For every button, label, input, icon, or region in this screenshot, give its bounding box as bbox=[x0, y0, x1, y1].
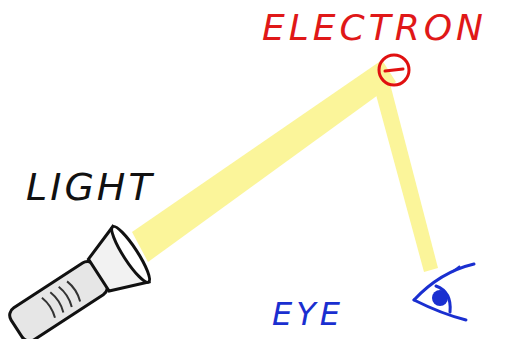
light-beam bbox=[132, 60, 396, 262]
minus-sign bbox=[385, 69, 403, 71]
source-label: LIGHT bbox=[26, 168, 155, 206]
observer-label: EYE bbox=[272, 298, 344, 330]
eye bbox=[414, 264, 474, 320]
particle-label: ELECTRON bbox=[262, 10, 487, 46]
flashlight bbox=[0, 223, 154, 339]
scattered-beam bbox=[372, 76, 438, 272]
electron-circle bbox=[379, 55, 409, 85]
